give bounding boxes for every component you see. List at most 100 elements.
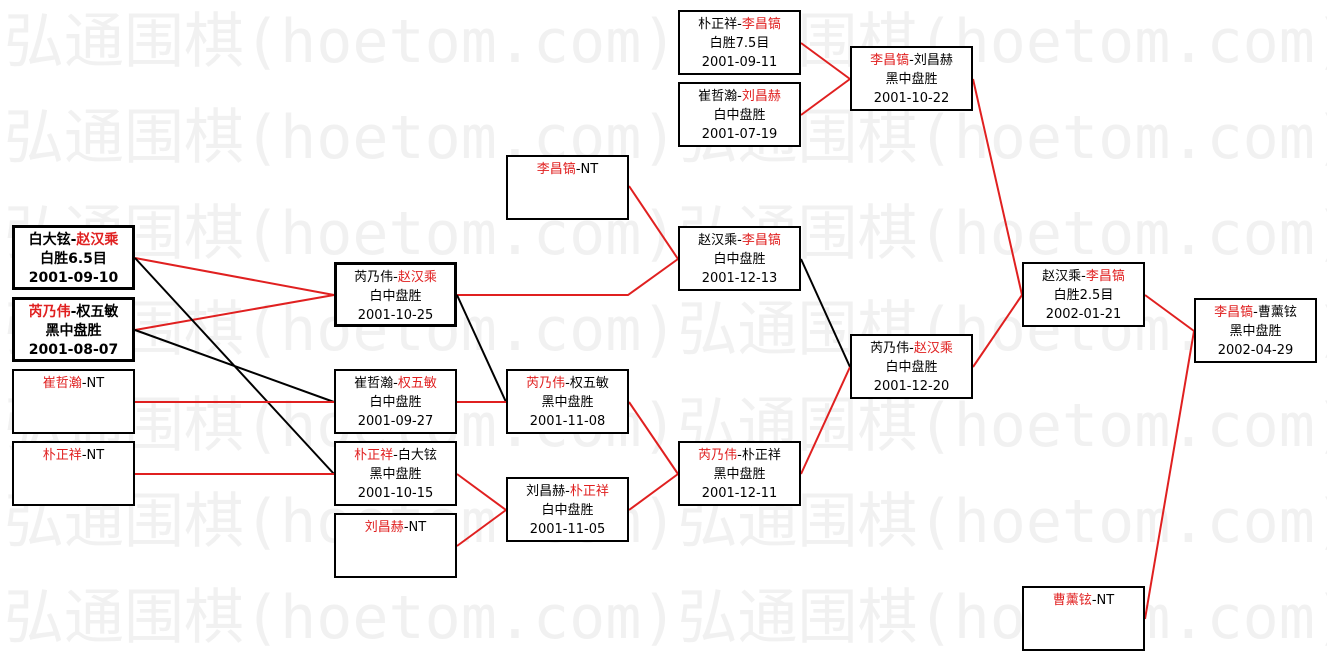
match-date: 2001-07-19	[701, 127, 778, 142]
player-white: NT	[86, 448, 105, 463]
match-result: 白中盘胜	[885, 360, 938, 375]
match-result: 白中盘胜	[369, 395, 422, 410]
player-separator: -	[909, 53, 914, 68]
player-separator: -	[81, 448, 87, 463]
player-separator: -	[565, 484, 570, 499]
player-black: 芮乃伟	[28, 304, 71, 320]
player-separator: -	[1091, 593, 1097, 608]
match-result: 黑中盘胜	[541, 395, 594, 410]
match-date: 2001-11-08	[529, 414, 606, 429]
match-players: 赵汉乘-李昌镐	[680, 231, 799, 250]
match-players: 刘昌赫-朴正祥	[508, 482, 627, 501]
match-result: 白中盘胜	[541, 503, 594, 518]
bracket-connector	[456, 473, 507, 511]
player-white: 李昌镐	[741, 233, 781, 248]
player-black: 刘昌赫	[526, 484, 566, 499]
match-players: 崔哲瀚-刘昌赫	[680, 87, 799, 106]
player-white: 曹薰铉	[1257, 305, 1297, 320]
player-separator: -	[81, 376, 87, 391]
match-date: 2001-12-13	[701, 271, 778, 286]
player-white: 刘昌赫	[913, 53, 953, 68]
match-players: 芮乃伟-赵汉乘	[337, 268, 454, 287]
player-black: 赵汉乘	[1042, 269, 1082, 284]
bracket-connector	[134, 294, 335, 331]
player-separator: -	[1081, 269, 1086, 284]
player-white: 李昌镐	[1085, 269, 1125, 284]
match-result: 黑中盘胜	[713, 467, 766, 482]
match-result: 白胜6.5目	[40, 251, 107, 267]
match-result: 白胜7.5目	[709, 36, 770, 51]
player-white: NT	[408, 520, 427, 535]
bracket-connector	[800, 42, 851, 80]
player-separator: -	[737, 89, 742, 104]
bracket-connector	[457, 258, 679, 296]
match-date: 2001-09-27	[357, 414, 434, 429]
player-white: 赵汉乘	[397, 270, 437, 285]
match-date: 2001-09-10	[28, 270, 119, 286]
match-date: 2001-12-11	[701, 486, 778, 501]
watermark-line: 弘通围棋(hoetom.com)弘通围棋(hoetom.com)	[4, 487, 1327, 557]
match-result: 黑中盘胜	[369, 467, 422, 482]
match-players: 白大铉-赵汉乘	[15, 231, 132, 250]
match-players: 崔哲瀚-NT	[14, 374, 133, 393]
player-black: 赵汉乘	[698, 233, 738, 248]
player-white: NT	[86, 376, 105, 391]
bracket-connector	[800, 78, 851, 116]
player-separator: -	[70, 304, 77, 320]
match-box-d3: 刘昌赫-朴正祥白中盘胜 2001-11-05	[506, 477, 629, 542]
player-black: 芮乃伟	[526, 376, 566, 391]
bracket-connector	[134, 257, 335, 296]
match-players: 赵汉乘-李昌镐	[1024, 267, 1143, 286]
player-black: 芮乃伟	[698, 448, 738, 463]
match-players: 芮乃伟-权五敏	[508, 374, 627, 393]
player-black: 李昌镐	[1214, 305, 1254, 320]
bracket-connector	[456, 509, 507, 547]
match-date: 2001-10-22	[873, 91, 950, 106]
player-separator: -	[393, 448, 398, 463]
match-players: 芮乃伟-权五敏	[15, 303, 132, 322]
match-result: 黑中盘胜	[45, 323, 102, 339]
bracket-connector	[134, 257, 335, 475]
match-players: 朴正祥-NT	[14, 446, 133, 465]
player-separator: -	[737, 448, 742, 463]
match-players: 李昌镐-曹薰铉	[1196, 303, 1315, 322]
player-white: 朴正祥	[741, 448, 781, 463]
bracket-connector	[972, 78, 1023, 296]
match-result: 白胜2.5目	[1053, 288, 1114, 303]
match-date: 2001-10-15	[357, 486, 434, 501]
player-black: 李昌镐	[870, 53, 910, 68]
match-result: 黑中盘胜	[1229, 324, 1282, 339]
match-date: 2001-09-11	[701, 55, 778, 70]
player-separator: -	[393, 376, 398, 391]
match-players: 芮乃伟-赵汉乘	[852, 339, 971, 358]
match-box-b1: 白大铉-赵汉乘白胜6.5目 2001-09-10	[12, 225, 135, 290]
player-white: 朴正祥	[569, 484, 609, 499]
match-box-e2: 芮乃伟-朴正祥黑中盘胜 2001-12-11	[678, 441, 801, 506]
bracket-connector	[800, 258, 851, 368]
match-players: 芮乃伟-朴正祥	[680, 446, 799, 465]
player-white: 李昌镐	[741, 17, 781, 32]
player-black: 芮乃伟	[354, 270, 394, 285]
match-date: 2001-12-20	[873, 379, 950, 394]
match-date: 2001-11-05	[529, 522, 606, 537]
player-black: 崔哲瀚	[354, 376, 394, 391]
match-box-d1: 李昌镐-NT	[506, 155, 629, 220]
watermark-line: 弘通围棋(hoetom.com)弘通围棋(hoetom.com)	[4, 7, 1327, 77]
match-date: 2001-10-25	[357, 308, 434, 323]
match-result: 白中盘胜	[713, 252, 766, 267]
match-players: 朴正祥-李昌镐	[680, 15, 799, 34]
watermark-line: 弘通围棋(hoetom.com)弘通围棋(hoetom.com)	[4, 199, 1327, 269]
player-black: 李昌镐	[536, 162, 576, 177]
player-black: 白大铉	[28, 232, 71, 248]
bracket-connector	[800, 366, 851, 475]
player-separator: -	[737, 233, 742, 248]
match-players: 李昌镐-刘昌赫	[852, 51, 971, 70]
